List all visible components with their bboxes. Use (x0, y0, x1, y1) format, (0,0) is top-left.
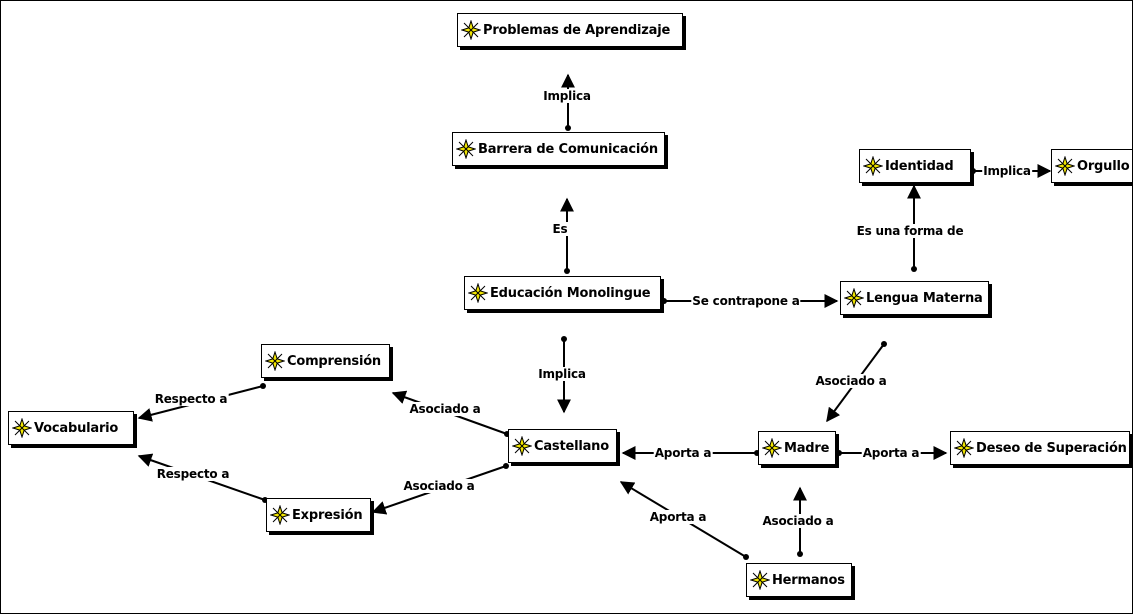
concept-sparkle-icon (1055, 156, 1075, 176)
concept-deseo-superacion[interactable]: Deseo de Superación (950, 431, 1130, 465)
concept-sparkle-icon (863, 156, 883, 176)
link-label-es: Es (551, 222, 569, 236)
concept-educacion-monolingue[interactable]: Educación Monolingue (464, 276, 661, 310)
concept-sparkle-icon (456, 139, 476, 159)
concept-expresion[interactable]: Expresión (266, 498, 371, 532)
concept-sparkle-icon (762, 438, 782, 458)
link-label-asociado: Asociado a (814, 374, 888, 388)
concept-label: Madre (784, 440, 830, 456)
link-label-implica: Implica (982, 164, 1032, 178)
concept-label: Expresión (292, 507, 363, 523)
concept-label: Comprensión (287, 353, 381, 369)
link-label-implica: Implica (542, 89, 592, 103)
concept-lengua-materna[interactable]: Lengua Materna (840, 281, 989, 315)
concept-label: Deseo de Superación (976, 440, 1127, 456)
link-label-aporta: Aporta a (648, 510, 708, 524)
concept-label: Educación Monolingue (490, 285, 651, 301)
concept-sparkle-icon (461, 20, 481, 40)
link-label-asociado: Asociado a (408, 402, 482, 416)
concept-sparkle-icon (12, 418, 32, 438)
link-label-aporta: Aporta a (861, 446, 921, 460)
concept-vocabulario[interactable]: Vocabulario (8, 411, 134, 445)
concept-sparkle-icon (270, 505, 290, 525)
concept-problemas-aprendizaje[interactable]: Problemas de Aprendizaje (457, 13, 683, 47)
link-label-es-una-forma: Es una forma de (855, 224, 965, 238)
link-label-respecto: Respecto a (155, 467, 231, 481)
concept-orgullo[interactable]: Orgullo (1051, 149, 1132, 183)
concept-sparkle-icon (265, 351, 285, 371)
link-label-se-contrapone: Se contrapone a (691, 294, 801, 308)
concept-comprension[interactable]: Comprensión (261, 344, 390, 378)
concept-sparkle-icon (468, 283, 488, 303)
concept-label: Identidad (885, 158, 954, 174)
concept-sparkle-icon (954, 438, 974, 458)
concept-identidad[interactable]: Identidad (859, 149, 971, 183)
link-label-asociado: Asociado a (761, 514, 835, 528)
link-label-respecto: Respecto a (153, 392, 229, 406)
concept-label: Vocabulario (34, 420, 119, 436)
concept-label: Castellano (534, 438, 609, 454)
link-label-implica: Implica (537, 367, 587, 381)
concept-sparkle-icon (844, 288, 864, 308)
link-label-asociado: Asociado a (402, 479, 476, 493)
concept-madre[interactable]: Madre (758, 431, 836, 465)
concept-castellano[interactable]: Castellano (508, 429, 617, 463)
concept-label: Hermanos (772, 572, 845, 588)
concept-sparkle-icon (750, 570, 770, 590)
concept-label: Problemas de Aprendizaje (483, 22, 671, 38)
concept-label: Lengua Materna (866, 290, 983, 306)
concept-label: Orgullo (1077, 158, 1130, 174)
concept-barrera-comunicacion[interactable]: Barrera de Comunicación (452, 132, 665, 166)
concept-sparkle-icon (512, 436, 532, 456)
concept-hermanos[interactable]: Hermanos (746, 563, 852, 597)
concept-label: Barrera de Comunicación (478, 141, 658, 157)
link-label-aporta: Aporta a (653, 446, 713, 460)
